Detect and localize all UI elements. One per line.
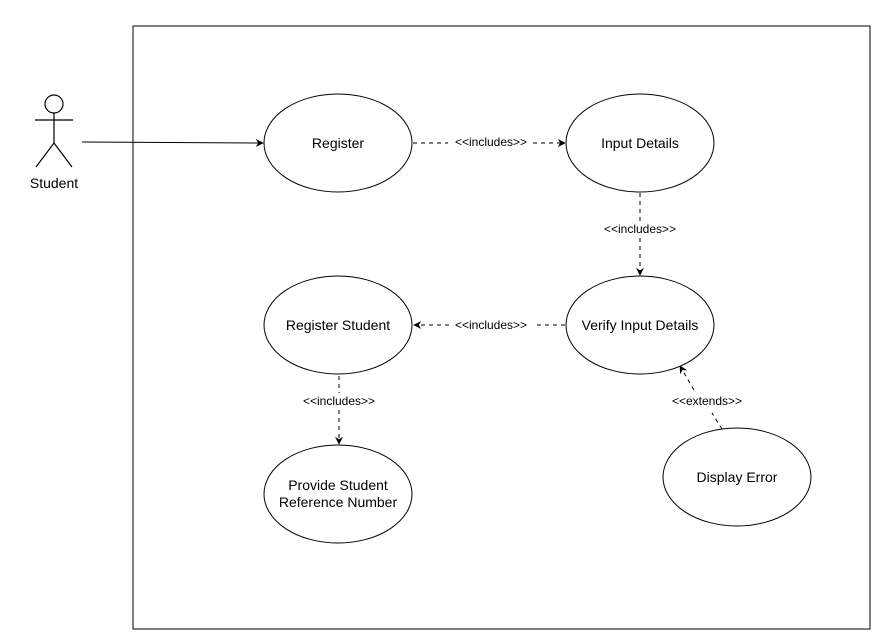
use-case-input-details[interactable]: Input Details bbox=[565, 93, 715, 193]
use-case-register[interactable]: Register bbox=[263, 93, 413, 193]
use-case-provide-reference-number-line2: Reference Number bbox=[279, 494, 398, 510]
use-case-verify-input-details[interactable]: Verify Input Details bbox=[565, 275, 715, 375]
use-case-verify-input-details-label: Verify Input Details bbox=[582, 317, 699, 333]
use-case-provide-reference-number[interactable]: Provide Student Reference Number bbox=[263, 444, 413, 544]
actor-head bbox=[44, 94, 64, 114]
relation-display-error-verify bbox=[711, 412, 723, 430]
system-boundary bbox=[132, 25, 871, 630]
label-register-includes-input: <<includes>> bbox=[455, 135, 527, 149]
label-input-includes-verify: <<includes>> bbox=[604, 222, 676, 236]
use-case-register-label: Register bbox=[312, 135, 364, 151]
use-case-display-error-label: Display Error bbox=[697, 469, 778, 485]
use-case-input-details-label: Input Details bbox=[601, 135, 679, 151]
actor-right-leg bbox=[53, 142, 73, 168]
relation-display-error-verify-arrow bbox=[679, 365, 695, 391]
actor-left-leg bbox=[35, 142, 55, 168]
label-register-student-includes-provide: <<includes>> bbox=[303, 394, 375, 408]
association-student-register bbox=[81, 138, 264, 147]
label-verify-includes-register-student: <<includes>> bbox=[455, 318, 527, 332]
actor-label: Student bbox=[30, 175, 78, 191]
use-case-provide-reference-number-line1: Provide Student bbox=[288, 477, 388, 493]
actor-student[interactable]: Student bbox=[30, 94, 78, 191]
use-case-display-error[interactable]: Display Error bbox=[662, 427, 812, 527]
use-case-register-student-label: Register Student bbox=[286, 317, 390, 333]
label-display-error-extends-verify: <<extends>> bbox=[672, 394, 742, 408]
use-case-register-student[interactable]: Register Student bbox=[263, 275, 413, 375]
